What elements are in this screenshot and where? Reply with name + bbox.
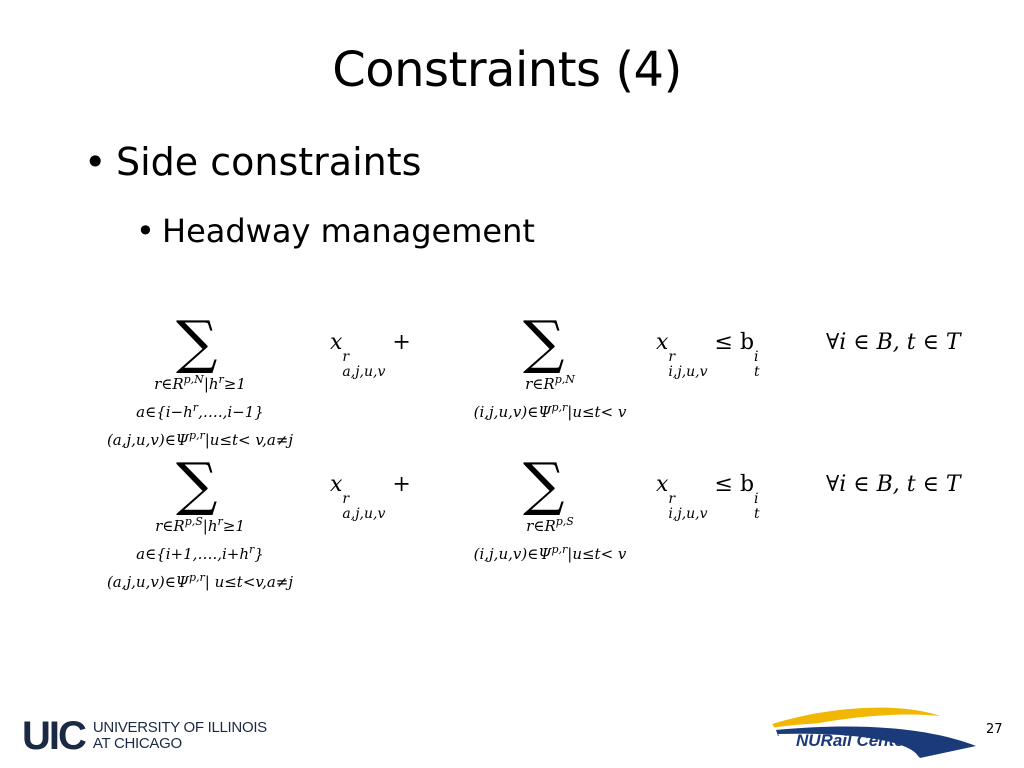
page-number: 27	[986, 722, 1003, 737]
summation-limits: r∈Rp,S (i,j,u,v)∈Ψp,r|u≤t< v	[473, 515, 627, 563]
summation-limits: r∈Rp,N|hr≥1 a∈{i−hr,….,i−1} (a,j,u,v)∈Ψp…	[106, 373, 294, 449]
bullet-dot-icon: •	[136, 212, 155, 250]
slide-title: Constraints (4)	[332, 42, 682, 98]
forall-condition: ∀i ∈ B, t ∈ T	[826, 330, 961, 355]
nurail-logo: NURail Center	[770, 700, 980, 762]
summation-sign: ∑	[523, 308, 565, 376]
summation-limits: r∈Rp,S|hr≥1 a∈{i+1,….,i+hr} (a,j,u,v)∈Ψp…	[106, 515, 294, 591]
uic-logo-line-1: UNIVERSITY OF ILLINOIS	[92, 719, 267, 736]
bullet-dot-icon: •	[84, 140, 107, 184]
uic-logo-line-2: AT CHICAGO	[92, 735, 182, 752]
summation-sign: ∑	[523, 450, 565, 518]
bullet-level-2: • Headway management	[136, 212, 535, 250]
uic-logo-text: UNIVERSITY OF ILLINOIS AT CHICAGO	[93, 720, 267, 752]
bullet-level-1: • Side constraints	[84, 140, 421, 184]
bullet-text: Side constraints	[116, 140, 422, 184]
uic-logo: UIC UNIVERSITY OF ILLINOIS AT CHICAGO	[22, 716, 267, 756]
summation-sign: ∑	[176, 450, 218, 518]
summation-sign: ∑	[176, 308, 218, 376]
nurail-logo-text: NURail Center	[796, 731, 911, 750]
nurail-swoosh-icon	[770, 707, 976, 760]
forall-condition: ∀i ∈ B, t ∈ T	[826, 472, 961, 497]
summation-limits: r∈Rp,N (i,j,u,v)∈Ψp,r|u≤t< v	[473, 373, 627, 421]
bullet-text: Headway management	[162, 212, 535, 250]
uic-logo-mark: UIC	[22, 714, 87, 758]
